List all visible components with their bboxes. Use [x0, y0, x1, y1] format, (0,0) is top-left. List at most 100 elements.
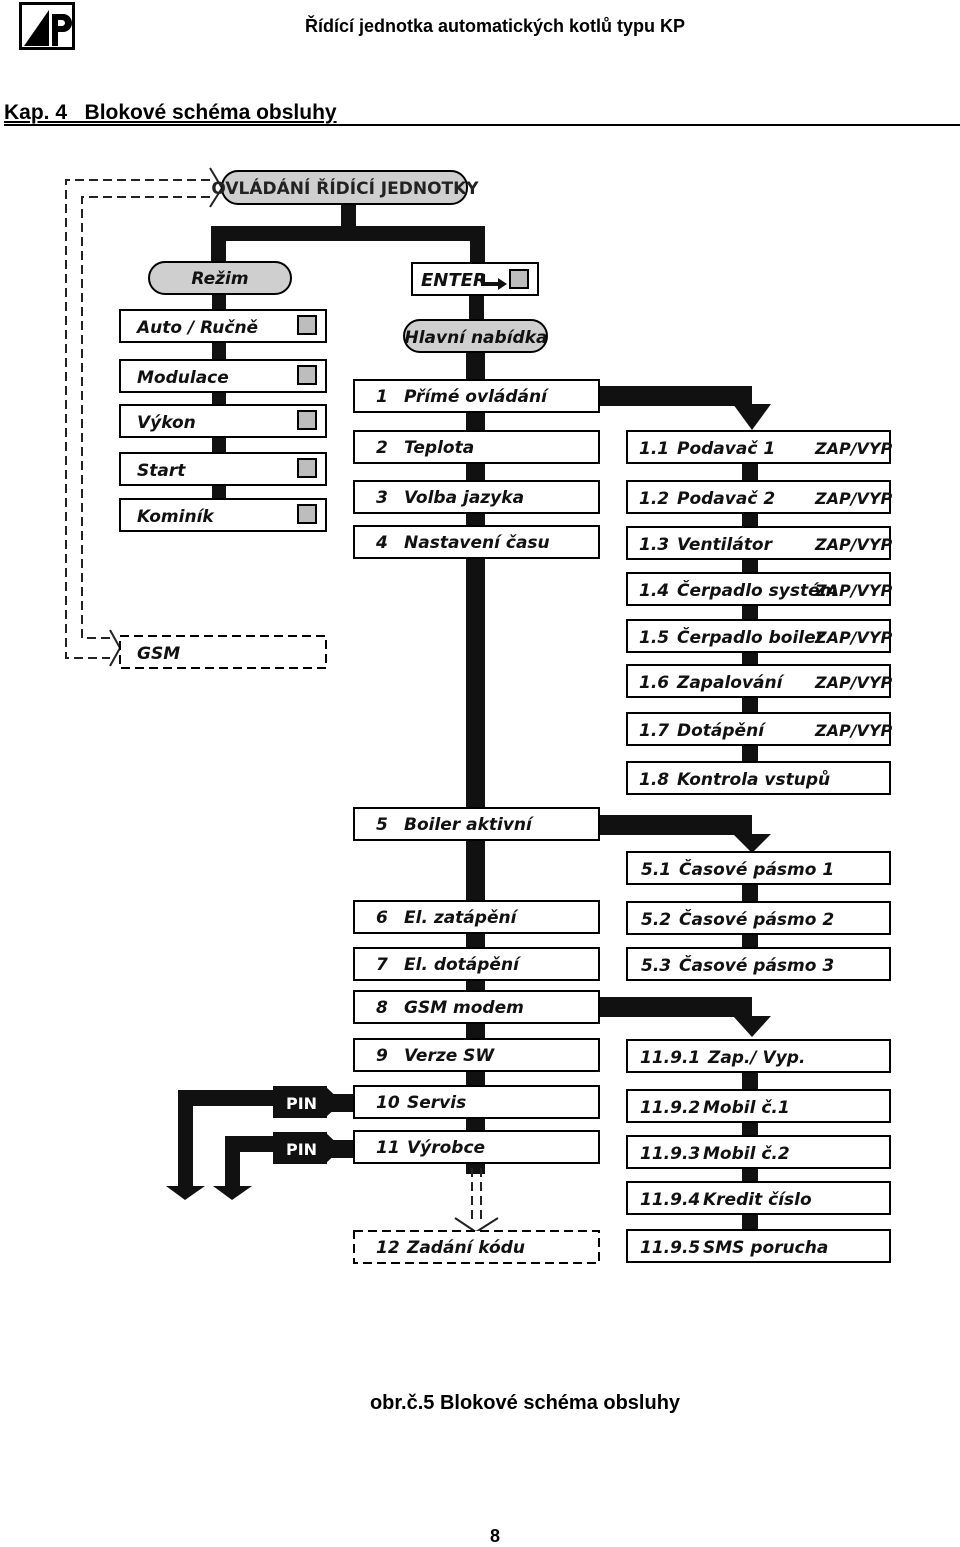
svg-text:Mobil č.2: Mobil č.2 — [703, 1144, 790, 1164]
pin-tag: PIN — [273, 1132, 342, 1164]
ap-logo-icon — [19, 2, 75, 50]
direct-item[interactable]: 1.2 Podavač 2 ZAP/VYP — [626, 480, 893, 514]
menu-item[interactable]: 2 Teplota — [353, 430, 600, 464]
svg-text:Podavač 2: Podavač 2 — [677, 489, 775, 509]
svg-text:Zap./ Vyp.: Zap./ Vyp. — [707, 1048, 805, 1068]
svg-text:11.9.4: 11.9.4 — [640, 1190, 700, 1210]
arrow-down-icon — [733, 834, 771, 853]
menu-item[interactable]: 11 Výrobce — [353, 1130, 600, 1164]
direct-item[interactable]: 1.7 Dotápění ZAP/VYP — [626, 712, 893, 746]
gsm-modem-item[interactable]: 11.9.5 SMS porucha — [626, 1229, 891, 1263]
svg-text:ZAP/VYP: ZAP/VYP — [814, 673, 893, 692]
svg-text:Časové pásmo 2: Časové pásmo 2 — [679, 908, 834, 930]
svg-text:1.1: 1.1 — [639, 439, 669, 459]
svg-text:2: 2 — [376, 438, 388, 458]
figure-caption: obr.č.5 Blokové schéma obsluhy — [369, 1392, 681, 1414]
svg-text:4: 4 — [375, 533, 388, 553]
menu-item[interactable]: 6 El. zatápění — [353, 900, 600, 934]
svg-text:Časové pásmo 3: Časové pásmo 3 — [679, 954, 834, 976]
svg-text:12: 12 — [376, 1238, 400, 1258]
gsm-modem-item[interactable]: 11.9.4 Kredit číslo — [626, 1181, 891, 1215]
arrow-down-icon — [166, 1186, 205, 1200]
svg-text:Kontrola vstupů: Kontrola vstupů — [677, 769, 830, 790]
svg-text:8: 8 — [376, 998, 388, 1018]
gsm-modem-item[interactable]: 11.9.1 Zap./ Vyp. — [626, 1039, 891, 1073]
svg-text:1.6: 1.6 — [639, 673, 669, 693]
svg-text:11.9.2: 11.9.2 — [640, 1098, 700, 1118]
svg-text:Čerpadlo systém: Čerpadlo systém — [677, 579, 837, 601]
menu-item[interactable]: 7 El. dotápění — [353, 947, 600, 981]
main-menu-label: Hlavní nabídka — [405, 328, 548, 348]
svg-text:ZAP/VYP: ZAP/VYP — [814, 581, 893, 600]
svg-text:Zadání kódu: Zadání kódu — [406, 1238, 525, 1258]
svg-text:Auto / Ručně: Auto / Ručně — [135, 318, 258, 338]
mode-item[interactable]: Modulace — [119, 359, 327, 393]
boiler-item[interactable]: 5.1 Časové pásmo 1 — [626, 851, 891, 885]
svg-text:GSM modem: GSM modem — [404, 998, 524, 1018]
boiler-item[interactable]: 5.3 Časové pásmo 3 — [626, 947, 891, 981]
menu-item[interactable]: 4 Nastavení času — [353, 525, 600, 559]
svg-text:10: 10 — [376, 1093, 400, 1113]
svg-text:ZAP/VYP: ZAP/VYP — [814, 489, 893, 508]
direct-item[interactable]: 1.4 Čerpadlo systém ZAP/VYP — [626, 572, 893, 606]
svg-text:7: 7 — [376, 955, 388, 975]
key-square-icon — [509, 269, 529, 289]
svg-text:Boiler aktivní: Boiler aktivní — [404, 815, 534, 835]
gsm-label: GSM — [137, 644, 180, 664]
main-menu-node: Hlavní nabídka — [403, 319, 548, 353]
svg-text:1.2: 1.2 — [639, 489, 669, 509]
svg-text:5.2: 5.2 — [641, 910, 671, 930]
svg-text:1.5: 1.5 — [639, 628, 669, 648]
svg-text:Kredit číslo: Kredit číslo — [703, 1190, 812, 1210]
arrow-down-icon — [733, 1016, 771, 1037]
boiler-item[interactable]: 5.2 Časové pásmo 2 — [626, 901, 891, 935]
gsm-modem-item[interactable]: 11.9.3 Mobil č.2 — [626, 1135, 891, 1169]
direct-item[interactable]: 1.5 Čerpadlo boiler ZAP/VYP — [626, 619, 893, 653]
menu-item[interactable]: 5 Boiler aktivní — [353, 807, 600, 841]
menu-item[interactable]: 10 Servis — [353, 1085, 600, 1119]
mode-item[interactable]: Kominík — [119, 498, 327, 532]
svg-text:Mobil č.1: Mobil č.1 — [703, 1098, 790, 1118]
svg-text:Přímé ovládání: Přímé ovládání — [404, 387, 549, 407]
gsm-modem-item[interactable]: 11.9.2 Mobil č.1 — [626, 1089, 891, 1123]
direct-item[interactable]: 1.6 Zapalování ZAP/VYP — [626, 664, 893, 698]
svg-text:1.4: 1.4 — [639, 581, 669, 601]
svg-text:11.9.1: 11.9.1 — [640, 1048, 700, 1068]
mode-item[interactable]: Auto / Ručně — [119, 309, 327, 343]
chapter-heading: Kap. 4 Blokové schéma obsluhy — [4, 101, 337, 124]
key-square-icon — [297, 365, 317, 385]
svg-text:11.9.3: 11.9.3 — [640, 1144, 700, 1164]
chapter-rule — [4, 124, 960, 126]
svg-text:5.3: 5.3 — [641, 956, 671, 976]
svg-text:Výrobce: Výrobce — [407, 1138, 485, 1158]
enter-button[interactable]: ENTER — [411, 262, 539, 296]
svg-text:3: 3 — [376, 488, 388, 508]
gsm-node[interactable]: GSM — [119, 635, 327, 669]
mode-label: Režim — [191, 269, 248, 289]
direct-item[interactable]: 1.8 Kontrola vstupů — [626, 761, 891, 795]
mode-item[interactable]: Start — [119, 452, 327, 486]
svg-text:Start: Start — [137, 461, 186, 481]
menu-item[interactable]: 1 Přímé ovládání — [353, 379, 600, 413]
svg-text:PIN: PIN — [286, 1140, 317, 1159]
svg-text:Nastavení času: Nastavení času — [404, 533, 550, 553]
svg-text:1.7: 1.7 — [639, 721, 669, 741]
direct-item[interactable]: 1.1 Podavač 1 ZAP/VYP — [626, 430, 893, 464]
menu-item[interactable]: 3 Volba jazyka — [353, 480, 600, 514]
svg-text:Teplota: Teplota — [404, 438, 474, 458]
menu-item[interactable]: 12 Zadání kódu — [353, 1230, 600, 1264]
svg-text:Kominík: Kominík — [137, 507, 215, 527]
menu-item[interactable]: 8 GSM modem — [353, 990, 600, 1024]
svg-text:5: 5 — [376, 815, 388, 835]
direct-item[interactable]: 1.3 Ventilátor ZAP/VYP — [626, 526, 893, 560]
menu-item[interactable]: 9 Verze SW — [353, 1038, 600, 1072]
svg-text:ZAP/VYP: ZAP/VYP — [814, 439, 893, 458]
mode-item[interactable]: Výkon — [119, 404, 327, 438]
dashed-connectors — [65, 179, 482, 1222]
svg-text:6: 6 — [376, 908, 388, 928]
key-square-icon — [297, 458, 317, 478]
svg-text:El. dotápění: El. dotápění — [404, 955, 521, 975]
svg-text:Ventilátor: Ventilátor — [677, 535, 774, 555]
svg-text:Podavač 1: Podavač 1 — [677, 439, 775, 459]
